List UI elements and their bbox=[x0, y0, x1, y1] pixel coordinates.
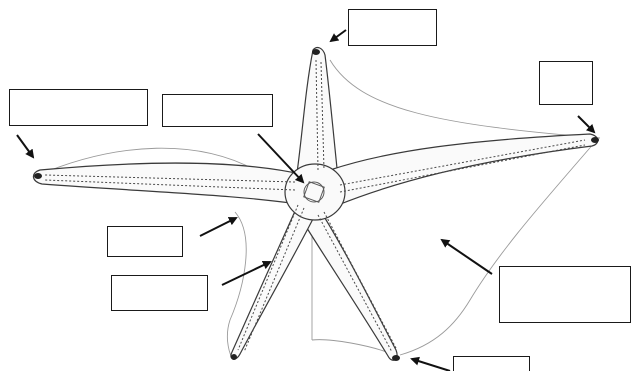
tip-lower-left bbox=[231, 354, 237, 360]
label-box-center-disc[interactable] bbox=[162, 94, 273, 127]
arrow-bottom-tip bbox=[412, 359, 450, 371]
arrow-right-web bbox=[442, 240, 492, 274]
label-box-top-tip[interactable] bbox=[348, 9, 437, 46]
tip-bottom bbox=[392, 355, 400, 361]
arm-lower-right bbox=[305, 210, 397, 360]
tip-right bbox=[591, 137, 599, 143]
tip-top bbox=[312, 49, 320, 55]
arrow-left-web bbox=[200, 218, 236, 236]
label-box-right-web[interactable] bbox=[499, 266, 631, 323]
label-box-right-tip[interactable] bbox=[539, 61, 593, 105]
arrow-top-tip bbox=[331, 30, 346, 41]
label-box-left-tip[interactable] bbox=[9, 89, 148, 126]
arrow-right-tip bbox=[578, 116, 594, 132]
label-box-left-arm-groove[interactable] bbox=[111, 275, 208, 311]
tip-left bbox=[34, 173, 42, 179]
label-box-bottom-tip[interactable] bbox=[453, 356, 530, 371]
label-box-left-web[interactable] bbox=[107, 226, 183, 257]
arrow-left-tip bbox=[17, 135, 33, 157]
arm-left bbox=[33, 163, 305, 205]
arm-lower-left bbox=[231, 200, 315, 359]
